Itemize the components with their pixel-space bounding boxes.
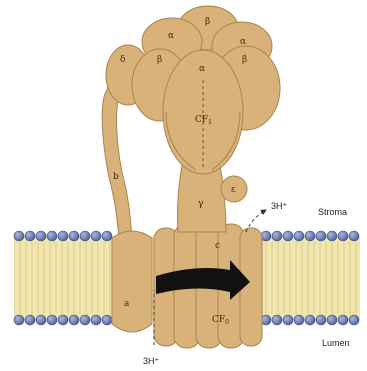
lipid-head xyxy=(36,315,46,325)
label-cf1-subscript: 1 xyxy=(208,119,212,126)
lipid-head xyxy=(58,231,68,241)
label-beta-left: β xyxy=(157,55,162,65)
label-cf0-base: CF xyxy=(212,315,225,325)
lipid-head xyxy=(272,315,282,325)
lipid-head xyxy=(349,231,359,241)
lipid-head xyxy=(316,231,326,241)
lipid-head xyxy=(338,231,348,241)
lipid-head xyxy=(91,231,101,241)
label-b: b xyxy=(113,172,119,182)
label-proton-in: 3H⁺ xyxy=(143,356,160,366)
label-gamma: γ xyxy=(198,199,203,209)
lipid-head xyxy=(14,231,24,241)
lipid-head xyxy=(47,315,57,325)
label-delta: δ xyxy=(120,55,125,65)
lipid-head xyxy=(80,315,90,325)
lipid-head xyxy=(305,315,315,325)
label-beta-top: β xyxy=(205,17,210,27)
label-beta-right: β xyxy=(242,55,247,65)
lipid-head xyxy=(305,231,315,241)
lipid-head xyxy=(69,315,79,325)
subunit-a xyxy=(112,231,152,332)
lipid-head xyxy=(294,315,304,325)
lipid-head xyxy=(102,315,112,325)
lipid-head xyxy=(69,231,79,241)
lipid-head xyxy=(14,315,24,325)
label-alpha-front: α xyxy=(199,64,205,74)
lipid-head xyxy=(25,315,35,325)
label-cf0-subscript: 0 xyxy=(225,319,229,326)
lipid-head xyxy=(58,315,68,325)
lipid-head xyxy=(80,231,90,241)
lipid-head xyxy=(327,315,337,325)
label-a: a xyxy=(124,299,130,309)
lipid-head xyxy=(327,231,337,241)
lipid-head xyxy=(283,231,293,241)
cf1-head xyxy=(106,6,280,174)
label-c: c xyxy=(215,241,220,251)
lipid-head xyxy=(283,315,293,325)
lipid-head xyxy=(47,231,57,241)
lipid-head xyxy=(316,315,326,325)
label-alpha-top: α xyxy=(168,31,174,41)
lipid-head xyxy=(36,231,46,241)
lipid-head xyxy=(25,231,35,241)
lipid-head xyxy=(272,231,282,241)
lipid-head xyxy=(102,231,112,241)
lipid-head xyxy=(349,315,359,325)
label-alpha-right: α xyxy=(240,37,246,47)
label-cf1-base: CF xyxy=(195,115,208,125)
lipid-head xyxy=(91,315,101,325)
label-lumen: Lumen xyxy=(322,338,350,348)
label-epsilon: ε xyxy=(231,185,236,195)
label-proton-out: 3H⁺ xyxy=(271,201,288,211)
lipid-head xyxy=(294,231,304,241)
label-stroma: Stroma xyxy=(318,207,347,217)
lipid-head xyxy=(338,315,348,325)
